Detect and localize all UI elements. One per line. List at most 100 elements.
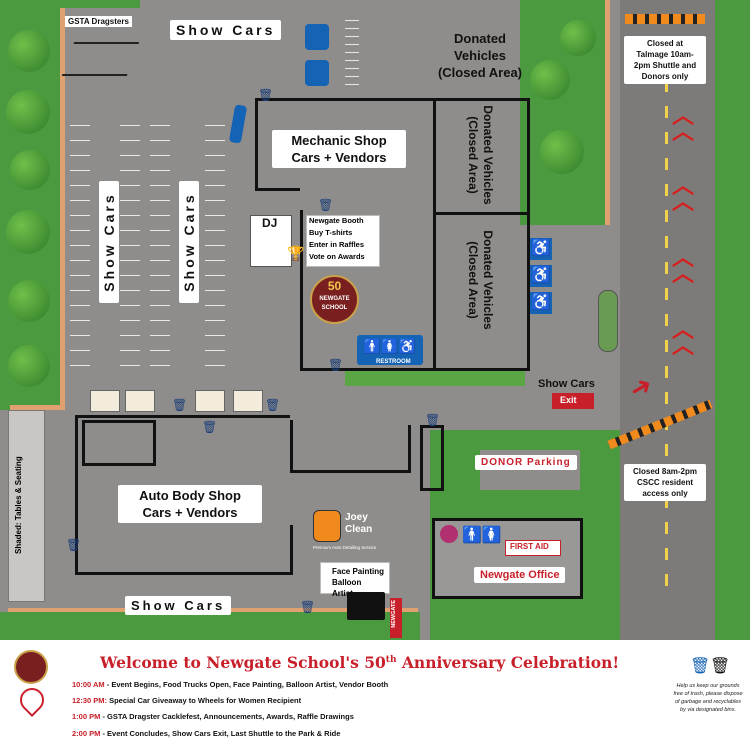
left-fence-bottom [10,405,65,410]
tree [560,20,596,56]
exit-label: Exit [560,395,577,405]
chevron-up-icon: ︿︿ [672,245,695,286]
median-island [598,290,618,352]
tree [530,60,570,100]
dj-booth [250,215,292,267]
parking-row [150,125,170,375]
footer-title: Welcome to Newgate School's 50th Anniver… [100,653,660,672]
show-cars-bottom-label: Show Cars [125,596,232,615]
tree [6,210,50,254]
restroom-sign: 🚹🚺♿ [357,335,423,365]
first-aid-sign [505,540,561,556]
auto-body-wall [75,415,78,575]
wheelchair-icon: ♿ [530,292,552,314]
schedule-time: 12:30 PM: [72,696,108,705]
schedule-item: 10:00 AM - Event Begins, Food Trucks Ope… [72,680,388,689]
gsta-dragsters-label: GSTA Dragsters [65,16,132,27]
schedule-item: 1:00 PM - GSTA Dragster Cacklefest, Anno… [72,712,354,721]
trash-bin-icon: 🗑 [318,198,334,212]
auto-body-wall [82,420,156,466]
newgate-sign-label: NEWGATE [391,600,397,628]
dragster-icon [61,42,140,76]
mechanic-shop-wall [433,98,436,368]
face-painting-label: Face Painting Balloon Artist [332,567,385,598]
auto-body-wall [290,420,293,470]
blue-car-icon [228,104,248,144]
show-cars-left1-label: Show Cars [99,181,119,303]
schedule-time: 1:00 PM [72,712,101,721]
newgate-booth-line: Vote on Awards [309,252,365,261]
first-aid-label: FIRST AID [510,542,549,551]
joey-clean-sub: Premium Auto Detailing Service [313,545,377,550]
wheelchair-icon: ♿ [530,265,552,287]
newgate-booth-line: Buy T-shirts [309,228,353,237]
left-fence [60,0,65,410]
donated-vehicles-top-label: Donated Vehicles (Closed Area) [437,31,523,80]
wheelchair-icon: ♿ [530,238,552,260]
dj-label: DJ [262,216,278,230]
show-cars-left2-label: Show Cars [179,181,199,303]
newgate-sign [390,598,402,638]
closed-talmage-sign: Closed at Talmage 10am-2pm Shuttle and D… [624,36,706,84]
tree [8,280,50,322]
trash-note: Help us keep our grounds free of trash, … [673,683,743,713]
parking-row [345,20,359,90]
chevron-up-icon: ︿︿ [672,103,695,144]
mechanic-shop-wall [433,212,528,215]
restroom-grass [345,370,525,386]
tree [8,345,50,387]
parking-row [70,125,90,375]
mechanic-shop-wall [300,368,530,371]
tree [8,30,50,72]
chevron-up-icon: ︿︿ [672,317,695,358]
food-truck [233,390,263,412]
road-center-line [665,80,668,600]
trash-bin-icon: 🗑 [425,413,441,427]
face-painting-card [320,562,390,594]
trash-bin-icon: 🗑 [258,88,274,102]
title-sup: th [385,654,397,665]
trash-bin-icon: 🗑 [202,420,218,434]
barrier-top [625,14,705,24]
tree [6,90,50,134]
parking-row [205,125,225,375]
schedule-item: 2:00 PM - Event Concludes, Show Cars Exi… [72,729,340,738]
trash-bin-icon: 🗑 [172,398,188,412]
mechanic-shop-wall [255,98,530,101]
mechanic-shop-wall [255,188,300,191]
food-truck [90,390,120,412]
chevron-up-icon: ︿︿ [672,173,695,214]
auto-body-wall [290,470,410,473]
restroom-label: RESTROOM [376,359,411,365]
show-cars-exit-label: Show Cars [538,378,595,390]
schedule-text: - Event Begins, Food Trucks Open, Face P… [104,680,389,689]
trash-bin-icon: 🗑 [265,398,281,412]
event-map: GSTA Dragsters Show Cars Show Cars Show … [0,0,750,640]
recycle-bin-icon: 🗑 [690,658,711,675]
schedule-text: - GSTA Dragster Cacklefest, Announcement… [100,712,354,721]
newgate-booth-card [306,215,380,267]
trash-bin-icon: 🗑 [300,600,316,614]
newgate-booth-line: Enter in Raffles [309,240,365,249]
parking-row [120,125,140,375]
auto-body-wall [408,425,411,473]
mechanic-shop-wall [527,98,530,368]
tree [10,150,50,190]
seal-text: NEWGATE SCHOOL [319,296,350,311]
newgate-booth-title: Newgate Booth [309,216,364,225]
auto-body-wall [75,572,290,575]
mechanic-shop-wall [255,98,258,188]
portable-restroom-icon [305,60,329,86]
auto-body-shop-label: Auto Body Shop Cars + Vendors [118,485,262,523]
show-cars-top-label: Show Cars [170,20,282,40]
balloon-artist-logo [347,592,385,620]
portable-restroom-icon [305,24,329,50]
donated-vehicles-mid2-label: Donated Vehicles (Closed Area) [466,230,495,330]
schedule-item: 12:30 PM: Special Car Giveaway to Wheels… [72,696,301,705]
newgate-office-label: Newgate Office [474,567,566,583]
location-pin-icon [15,683,49,717]
schedule-text: Special Car Giveaway to Wheels for Women… [107,696,302,705]
shaded-tables-label: Shaded: Tables & Seating [14,456,23,554]
tree [540,130,584,174]
schedule-time: 2:00 PM [72,729,101,738]
